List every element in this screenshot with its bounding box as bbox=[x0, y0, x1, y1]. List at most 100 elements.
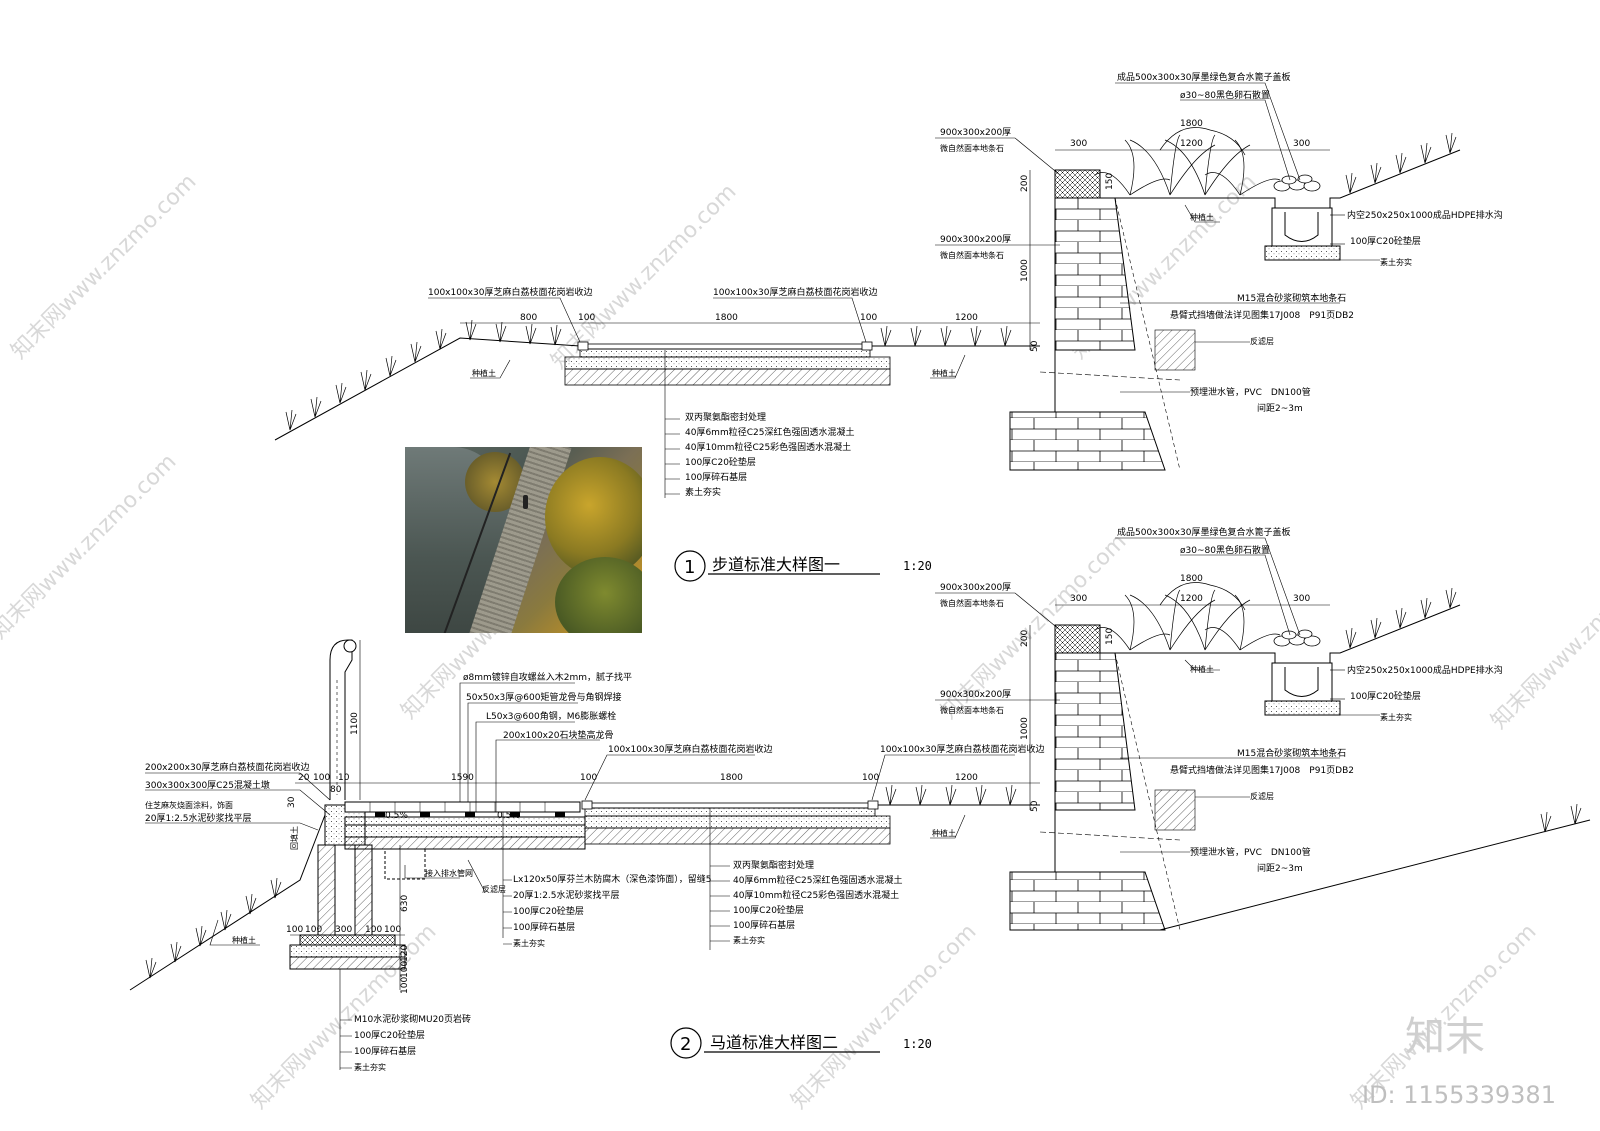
brick-footing bbox=[317, 845, 373, 936]
label-ditch-base: 100厚C20砼垫层 bbox=[1350, 690, 1421, 702]
label-rail-rod: ø8mm镀锌自攻螺丝入木2mm，腻子找平 bbox=[463, 671, 632, 683]
dim-300: 300 bbox=[1070, 139, 1087, 149]
ditch-channel bbox=[1284, 667, 1319, 697]
dim-100: 100 bbox=[860, 313, 877, 323]
label-layer-3: 40厚10mm粒径C25彩色强固透水混凝土 bbox=[733, 889, 899, 901]
leader bbox=[935, 137, 1061, 176]
dim-200: 200 bbox=[1020, 175, 1030, 192]
edge-paver-right bbox=[861, 341, 873, 351]
slope-line bbox=[274, 337, 581, 441]
label-planting-soil: 种植土 bbox=[1190, 664, 1214, 674]
slope-label: 0.5% bbox=[385, 811, 408, 821]
dim-300: 300 bbox=[1293, 594, 1310, 604]
edge-paver-left bbox=[577, 341, 589, 351]
watermark-text: 知末网www.znzmo.com bbox=[0, 449, 181, 644]
label-curb-top: 900x300x200厚 bbox=[940, 127, 1011, 138]
dim-20: 20 bbox=[298, 773, 310, 783]
leader bbox=[1184, 204, 1220, 223]
dim-80: 80 bbox=[330, 785, 342, 795]
dim-base-100: 100 bbox=[365, 925, 382, 935]
dim-1000: 1000 bbox=[1020, 717, 1030, 740]
deck-keels bbox=[375, 812, 565, 817]
leader bbox=[145, 822, 319, 831]
curb-stone-top bbox=[1054, 624, 1101, 654]
grass-left bbox=[285, 319, 562, 431]
leader bbox=[584, 754, 755, 801]
watermark-layer: 知末网www.znzmo.com 知末网www.znzmo.com 知末网www… bbox=[0, 169, 1600, 1114]
grass-left bbox=[145, 877, 282, 979]
label-ditch-base: 100厚C20砼垫层 bbox=[1350, 235, 1421, 247]
label-mortar: 20厚1:2.5水泥砂浆找平层 bbox=[145, 812, 252, 824]
label-deck-5: 素土夯实 bbox=[513, 938, 545, 948]
leader bbox=[1184, 659, 1220, 671]
dim-100: 100 bbox=[400, 977, 410, 994]
label-curb-top-2: 微自然面本地条石 bbox=[940, 143, 1004, 153]
label-planting-soil: 种植土 bbox=[232, 935, 256, 945]
detail-2: 1100 20 100 10 80 1590 100 1800 100 1200… bbox=[129, 526, 1591, 1072]
filter-layer bbox=[1154, 329, 1196, 371]
shrub-cluster bbox=[1094, 582, 1281, 651]
photo-person bbox=[523, 495, 528, 509]
dim-1200-top: 1200 bbox=[1180, 594, 1203, 604]
dim-1200: 1200 bbox=[955, 773, 978, 783]
label-curb-mid-2: 微自然面本地条石 bbox=[940, 250, 1004, 260]
dim-200: 200 bbox=[1020, 630, 1030, 647]
dim-1200: 1200 bbox=[955, 313, 978, 323]
label-ditch-soil: 素土夯实 bbox=[1380, 712, 1412, 722]
label-paver-right: 100x100x30厚芝麻白荔枝面花岗岩收边 bbox=[713, 286, 877, 298]
label-angle: L50x3@600角钢，M6膨胀螺栓 bbox=[486, 710, 616, 722]
leader bbox=[428, 297, 581, 343]
watermark-text: 知末网www.znzmo.com bbox=[7, 169, 202, 364]
dim-base-100: 100 bbox=[286, 925, 303, 935]
label-curb-top-2: 微自然面本地条石 bbox=[940, 598, 1004, 608]
dim-base-100: 100 bbox=[384, 925, 401, 935]
label-layer-6: 素土夯实 bbox=[685, 486, 721, 498]
watermark-text: 知末网www.znzmo.com bbox=[1487, 539, 1600, 734]
leader bbox=[459, 682, 575, 802]
detail-number: 1 bbox=[684, 557, 695, 578]
hdpe-ditch bbox=[1271, 207, 1333, 247]
label-drain-spacing: 间距2~3m bbox=[1257, 862, 1303, 874]
leader bbox=[1115, 537, 1301, 636]
deck-boards bbox=[369, 802, 546, 812]
lower-slope bbox=[1159, 819, 1591, 931]
footing-gravel bbox=[289, 956, 406, 970]
dim-1800: 1800 bbox=[715, 313, 738, 323]
detail-1: 800 100 1800 100 1200 300 1800 1200 300 … bbox=[274, 71, 1503, 582]
dim-base-300: 300 bbox=[335, 925, 352, 935]
brand-logo: 知末 bbox=[1405, 1014, 1485, 1060]
label-cap: 200x200x30厚芝麻白荔枝面花岗岩收边 bbox=[145, 761, 309, 773]
label-paver-left: 100x100x30厚芝麻白荔枝面花岗岩收边 bbox=[608, 743, 772, 755]
dim-100: 100 bbox=[862, 773, 879, 783]
detail-number-circle bbox=[674, 550, 706, 582]
dim-100: 100 bbox=[313, 773, 330, 783]
label-stone-keel: 200x100x20石块垫高龙骨 bbox=[503, 729, 613, 741]
dim-1100: 1100 bbox=[350, 712, 360, 735]
leader bbox=[467, 859, 486, 893]
label-wall-drain: 悬臂式挡墙做法详见图集17J008 P91页DB2 bbox=[1170, 309, 1354, 321]
surface-layer bbox=[579, 343, 871, 350]
label-ditch: 内空250x250x1000成品HDPE排水沟 bbox=[1347, 209, 1503, 221]
label-rail-tube: 50x50x3厚@600矩管龙骨与角钢焊接 bbox=[466, 691, 621, 703]
filter-layer bbox=[1154, 789, 1196, 831]
label-deck-3: 100厚C20砼垫层 bbox=[513, 905, 584, 917]
label-filter: 反滤层 bbox=[1250, 336, 1274, 346]
dim-1590: 1590 bbox=[451, 773, 474, 783]
label-filter: 反滤层 bbox=[1250, 791, 1274, 801]
label-planting-soil: 种植土 bbox=[472, 368, 496, 378]
gravel-layer bbox=[584, 827, 891, 845]
label-grate: 成品500x300x30厚墨绿色复合水篦子盖板 bbox=[1117, 71, 1290, 83]
drain-pipe bbox=[1039, 371, 1181, 381]
edge-paver-right bbox=[867, 800, 879, 810]
dim-300: 300 bbox=[1070, 594, 1087, 604]
label-layer-1: 双丙聚氨酯密封处理 bbox=[733, 859, 814, 871]
dim-50: 50 bbox=[1030, 800, 1040, 812]
leader bbox=[935, 592, 1061, 631]
label-ditch-soil: 素土夯实 bbox=[1380, 257, 1412, 267]
label-layer-1: 双丙聚氨酯密封处理 bbox=[685, 411, 766, 423]
reference-photo bbox=[405, 447, 642, 633]
ditch-channel bbox=[1284, 212, 1319, 242]
dim-120: 120 bbox=[400, 945, 410, 962]
hdpe-ditch bbox=[1271, 662, 1333, 702]
label-ditch: 内空250x250x1000成品HDPE排水沟 bbox=[1347, 664, 1503, 676]
